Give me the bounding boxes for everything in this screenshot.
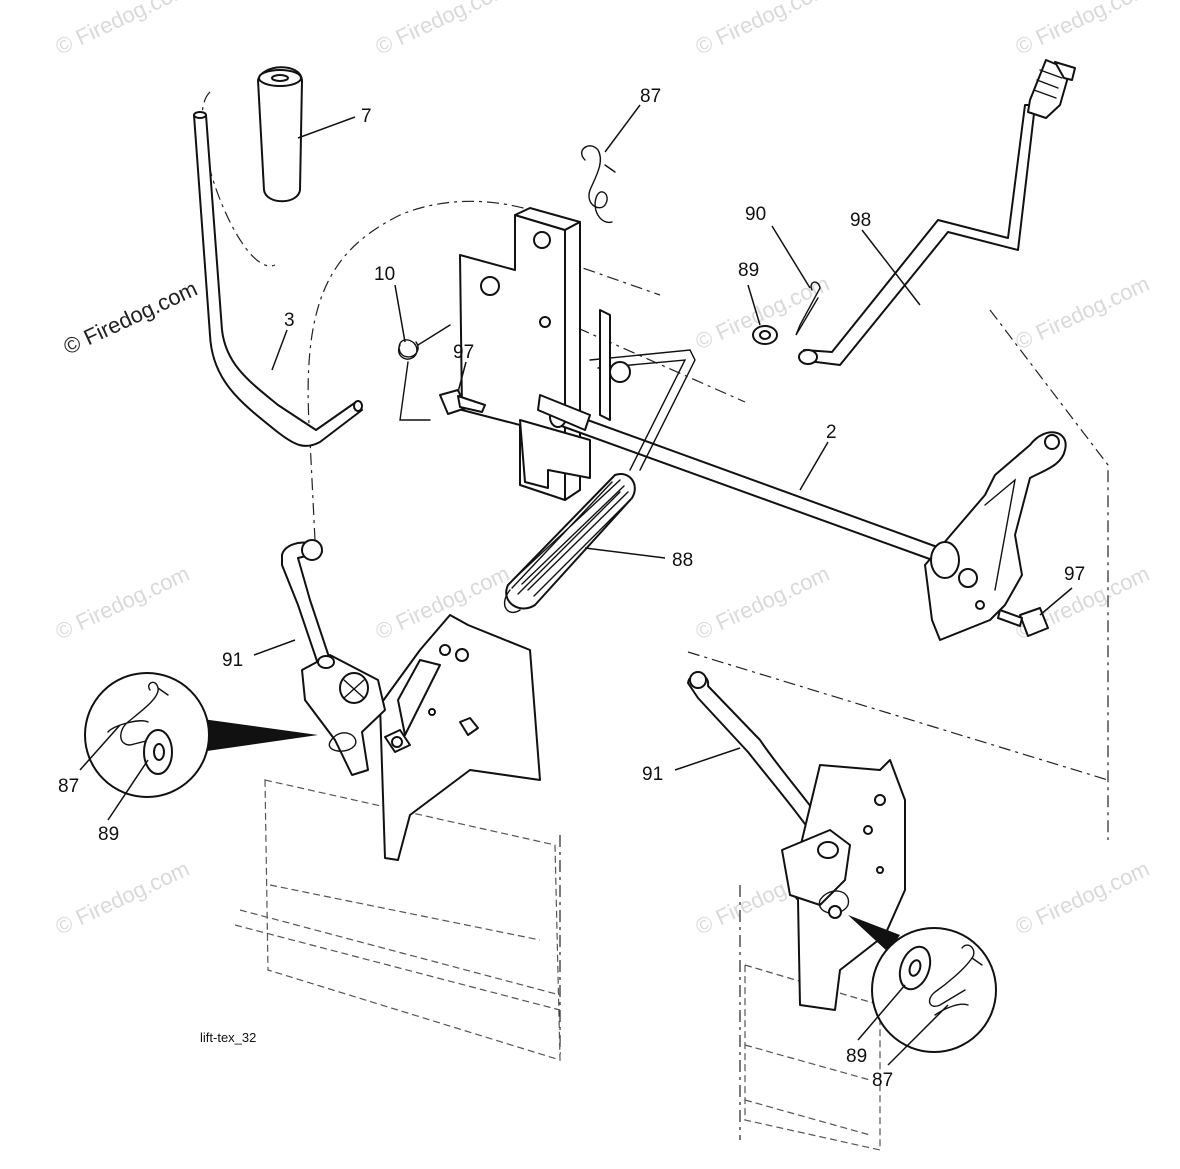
watermark-text: © Firedog.com (1012, 856, 1154, 940)
lift-lever (193, 111, 363, 447)
watermark-layer: © Firedog.com © Firedog.com © Firedog.co… (52, 0, 1154, 940)
hairpin-clip-top (581, 145, 616, 224)
lift-arm-pivot-right (781, 829, 851, 919)
lift-shaft (537, 394, 941, 563)
callout-bolt-left: 97 (453, 342, 474, 363)
nut-left (328, 729, 411, 753)
watermark-text: © Firedog.com (52, 561, 194, 645)
callout-inset-left-washer: 89 (98, 824, 119, 845)
callout-cotter-pin: 90 (745, 204, 766, 225)
lift-arm-pivot-left (301, 654, 386, 776)
extension-spring (504, 473, 636, 614)
watermark-text: © Firedog.com (1012, 0, 1154, 60)
callout-inset-right-clip: 87 (872, 1070, 893, 1091)
callout-bolt-right: 97 (1064, 564, 1085, 585)
drawing-id-caption: lift-tex_32 (200, 1030, 256, 1045)
callout-lift-link: 98 (850, 210, 871, 231)
callout-small-spring: 10 (374, 264, 395, 285)
handle-grip (257, 66, 303, 203)
watermark-text: © Firedog.com (52, 0, 194, 60)
callout-labels: 7 3 10 87 97 89 90 98 2 88 97 91 87 89 9… (58, 86, 1085, 1091)
watermark-text: © Firedog.com (692, 561, 834, 645)
callout-lift-lever: 3 (284, 310, 295, 331)
side-plate-left (379, 614, 541, 861)
inset-detail-right (871, 927, 997, 1053)
inset-pointer-right (848, 915, 900, 952)
deck-panel-left (234, 779, 561, 1061)
watermark-main-text: © Firedog.com (60, 276, 202, 360)
washer-top (752, 325, 778, 345)
lift-arm-left (281, 539, 331, 665)
inset-pointer-left (195, 718, 318, 752)
callout-handle-grip: 7 (361, 106, 372, 127)
watermark-text: © Firedog.com (372, 0, 514, 60)
callout-washer-top: 89 (738, 260, 759, 281)
callout-lift-arm-right: 91 (642, 764, 663, 785)
side-plate-right (789, 759, 906, 1011)
callout-lift-shaft: 2 (826, 422, 837, 443)
spring-hook-bracket (589, 309, 696, 471)
cotter-pin (795, 281, 821, 336)
callout-extension-spring: 88 (672, 550, 693, 571)
callout-lift-arm-left: 91 (222, 650, 243, 671)
callout-inset-left-clip: 87 (58, 776, 79, 797)
callout-inset-right-washer: 89 (846, 1046, 867, 1067)
lift-arm-plate (924, 431, 1067, 641)
lift-link-rod (798, 59, 1076, 366)
leader-lines (79, 104, 1073, 1066)
small-torsion-spring (398, 324, 451, 421)
watermark-text: © Firedog.com (1012, 271, 1154, 355)
callout-hairpin-top: 87 (640, 86, 661, 107)
watermark-text: © Firedog.com (692, 0, 834, 60)
flange-bolt-left (439, 389, 486, 415)
watermark-text: © Firedog.com (52, 856, 194, 940)
mounting-bracket (459, 207, 591, 501)
inset-detail-left (84, 672, 210, 798)
